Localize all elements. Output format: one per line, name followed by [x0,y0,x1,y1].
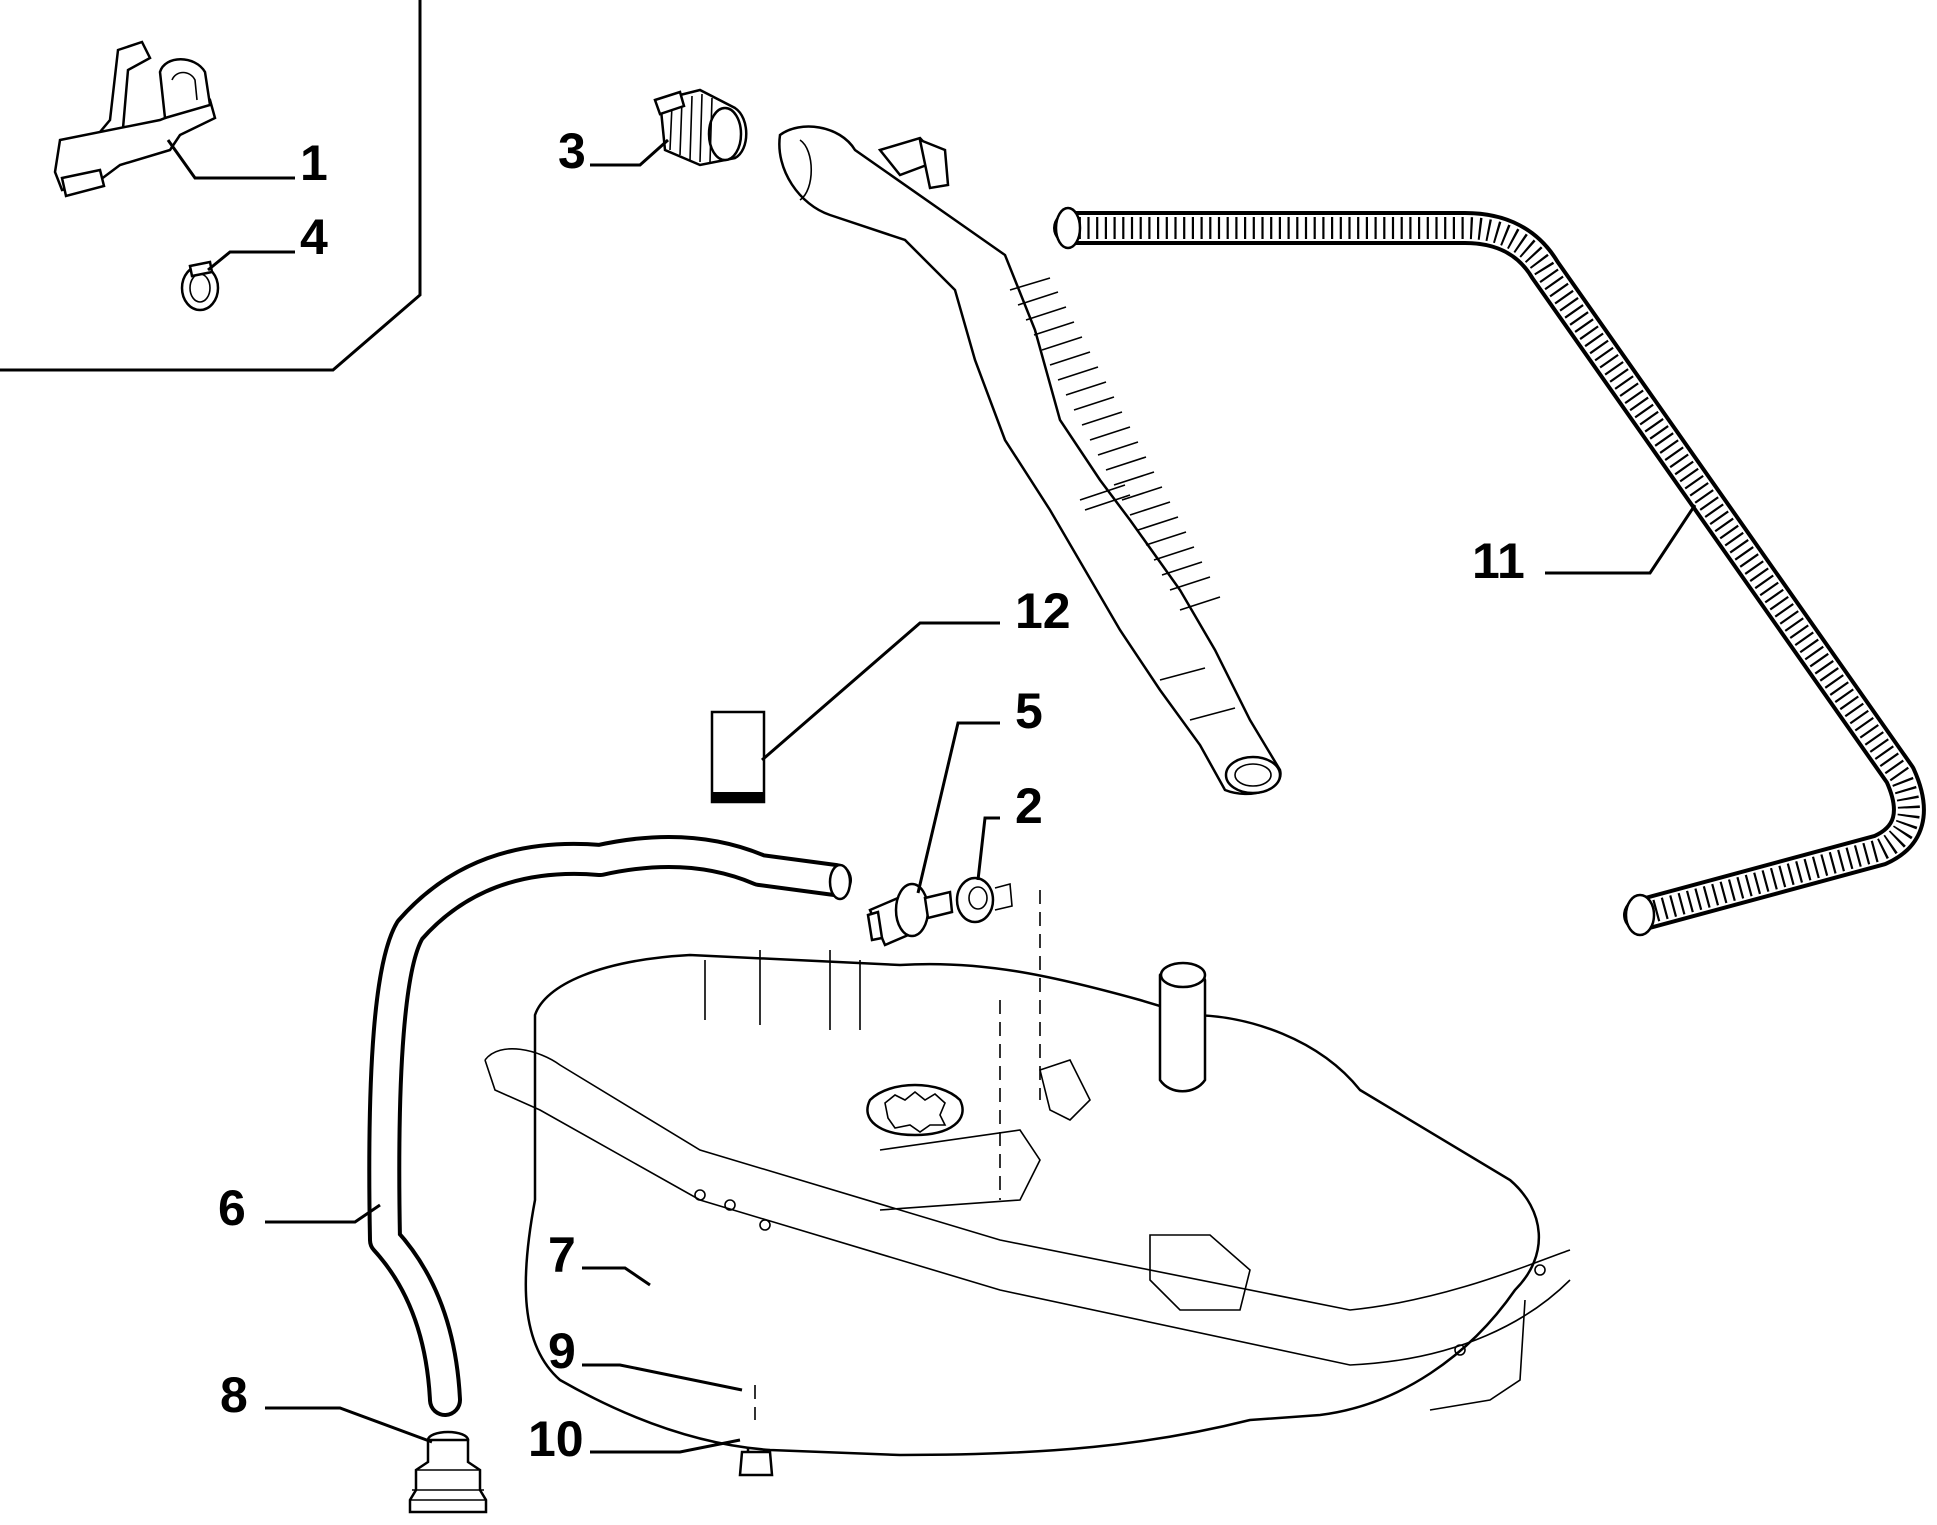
callout-11: 11 [1472,533,1525,589]
callout-6: 6 [218,1180,246,1236]
callout-8: 8 [220,1367,248,1423]
callout-3: 3 [558,123,586,179]
callout-12: 12 [1015,583,1071,639]
filler-cap-part [653,88,748,167]
hose-clamp-part [180,260,220,312]
rubber-bumper-part [408,1430,488,1514]
callout-2: 2 [1015,778,1043,834]
inset-panel [0,0,422,372]
grommet-part [955,876,1013,924]
leader-lines [166,138,1697,1454]
fuel-tank-part [484,890,1571,1457]
callout-10: 10 [528,1411,584,1467]
vent-pipe-part [367,835,852,1417]
breather-hose-part [1053,206,1926,937]
callout-7: 7 [548,1227,576,1283]
callout-5: 5 [1015,683,1043,739]
callout-9: 9 [548,1323,576,1379]
filler-neck-part [778,125,1282,796]
callout-labels: 1 4 3 11 12 5 2 6 7 8 9 10 [218,123,1525,1467]
callout-1: 1 [300,135,328,191]
valve-part [866,882,954,947]
label-sticker-part [710,710,766,804]
callout-4: 4 [300,209,328,265]
clip-part [53,40,217,198]
